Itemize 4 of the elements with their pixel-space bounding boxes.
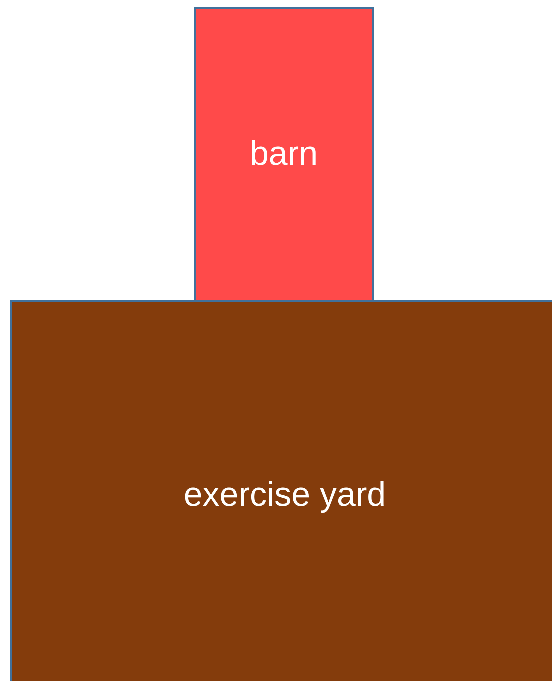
area-label: barn	[250, 135, 318, 174]
area-label: exercise yard	[184, 476, 386, 514]
barn-box	[194, 7, 374, 302]
yard-area	[10, 300, 552, 681]
